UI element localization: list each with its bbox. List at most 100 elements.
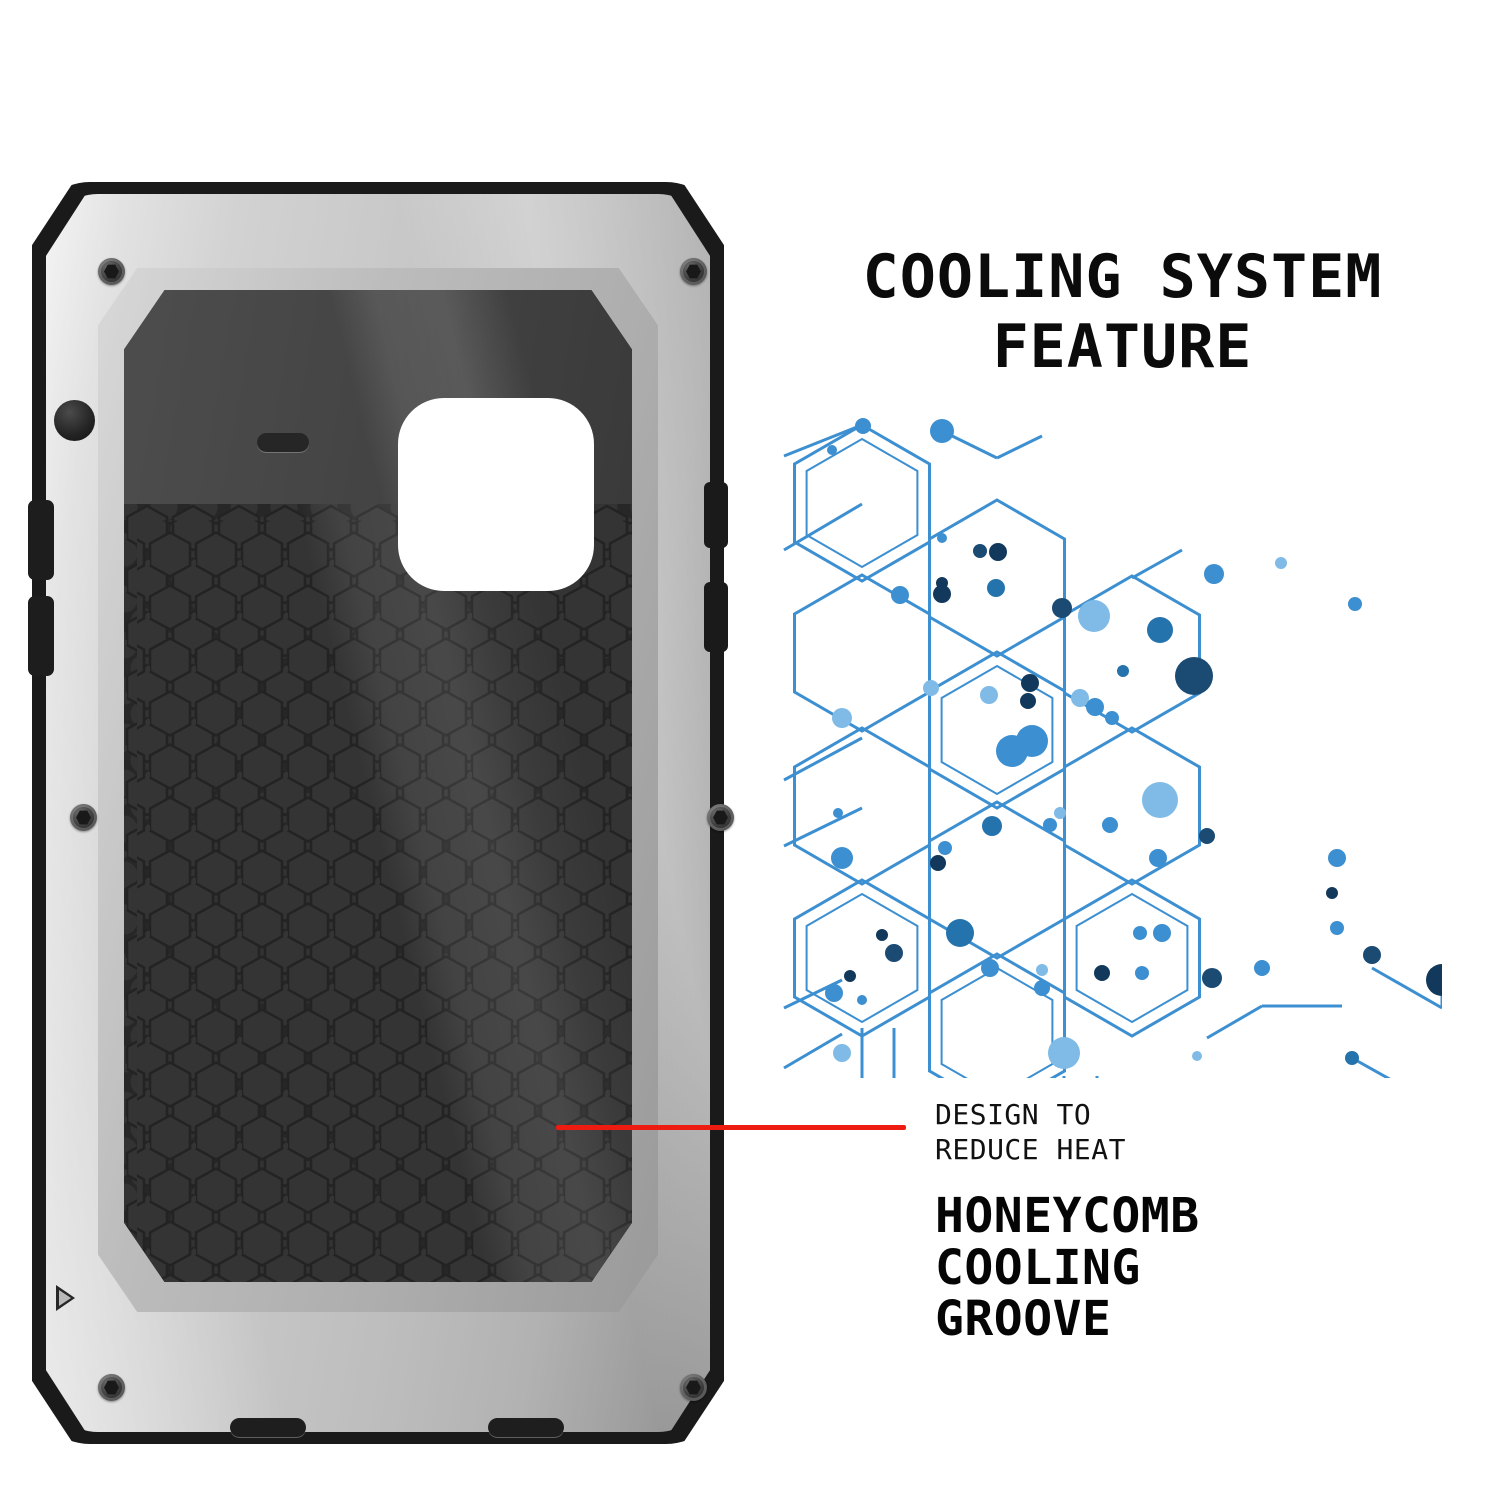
hex-cell	[1063, 574, 1201, 734]
hex-node-dot	[891, 586, 909, 604]
callout-big-line-1: HONEYCOMB	[935, 1188, 1200, 1245]
hex-node-dot	[825, 984, 843, 1002]
hex-node-dot	[1326, 887, 1338, 899]
hex-node-dot	[1149, 849, 1167, 867]
hex-cell	[1063, 726, 1201, 886]
hex-connector-line	[783, 736, 863, 782]
hex-node-dot	[1105, 711, 1119, 725]
hex-node-dot	[1363, 946, 1381, 964]
scatter-dot	[1086, 698, 1104, 716]
hex-cell	[928, 498, 1066, 658]
hex-node-dot	[946, 919, 974, 947]
case-outer-shell	[18, 150, 738, 1470]
hex-node-dot	[1133, 926, 1147, 940]
hex-node-dot	[876, 929, 888, 941]
hex-connector-line	[1371, 966, 1442, 1010]
hex-node-dot	[831, 847, 853, 869]
honeycomb-network-diagram	[783, 418, 1442, 1078]
screw-top-right	[680, 258, 707, 285]
callout-subtitle: DESIGN TO REDUCE HEAT	[935, 1098, 1455, 1167]
case-interior	[124, 290, 632, 1282]
scatter-dot	[1275, 557, 1287, 569]
hex-connector-line	[1206, 1004, 1263, 1040]
hex-cell-inner	[940, 664, 1054, 796]
hex-connector-line	[1351, 1056, 1391, 1078]
hex-cell-inner	[805, 437, 919, 569]
hex-connector-line	[1131, 548, 1183, 580]
hex-node-dot	[1094, 965, 1110, 981]
hex-node-dot	[1054, 807, 1066, 819]
hex-node-dot	[1254, 960, 1270, 976]
volume-down-button	[28, 596, 54, 676]
hex-cell	[928, 650, 1066, 810]
hex-node-dot	[1202, 968, 1222, 988]
hex-node-dot	[827, 445, 837, 455]
callout-big-line-3: GROOVE	[935, 1291, 1112, 1348]
hex-node-dot	[933, 585, 951, 603]
hex-cell	[793, 878, 931, 1038]
hex-cell	[1063, 878, 1201, 1038]
screw-mid-right	[707, 804, 734, 831]
hex-node-dot	[1142, 782, 1178, 818]
hex-node-dot	[980, 686, 998, 704]
hex-cell	[793, 726, 931, 886]
screw-bottom-right	[680, 1374, 707, 1401]
phone-case-image	[18, 150, 738, 1470]
hex-node-dot	[1034, 980, 1050, 996]
hex-node-dot	[1330, 921, 1344, 935]
hex-node-dot	[1135, 966, 1149, 980]
speaker-slot-left	[230, 1418, 306, 1437]
screw-bottom-left	[98, 1374, 125, 1401]
hex-node-group	[825, 418, 1442, 1069]
scatter-dot-group	[996, 557, 1362, 767]
hex-node-dot	[832, 708, 852, 728]
hex-node-dot	[987, 579, 1005, 597]
hex-node-dot	[937, 533, 947, 543]
hex-node-dot	[1199, 828, 1215, 844]
honeycomb-hex-overlay	[124, 504, 632, 1282]
callout-sub-line-2: REDUCE HEAT	[935, 1132, 1126, 1166]
honeycomb-groove-texture	[124, 504, 632, 1282]
scatter-dot	[1175, 657, 1213, 695]
power-button-notch	[704, 482, 728, 548]
hex-node-dot	[1036, 964, 1048, 976]
triangle-marker-inner-icon	[59, 1290, 71, 1306]
hex-node-dot	[844, 970, 856, 982]
hex-node-dot	[1192, 1051, 1202, 1061]
flash-slot	[257, 433, 309, 452]
callout-heading: HONEYCOMB COOLING GROOVE	[935, 1191, 1455, 1345]
scatter-dot	[996, 735, 1028, 767]
hex-cell-inner	[805, 892, 919, 1024]
hex-node-dot	[857, 995, 867, 1005]
hex-line-group	[783, 423, 1442, 1078]
hex-node-dot	[930, 855, 946, 871]
hex-connector-line	[783, 806, 863, 848]
hex-node-dot	[1052, 598, 1072, 618]
scatter-dot	[1078, 600, 1110, 632]
hex-node-dot	[1048, 1037, 1080, 1069]
hex-node-dot	[930, 419, 954, 443]
hex-node-dot	[1345, 1051, 1359, 1065]
hex-connector-line	[996, 434, 1043, 460]
scatter-dot	[1117, 665, 1129, 677]
scatter-dot	[1204, 564, 1224, 584]
volume-up-button	[28, 500, 54, 580]
hex-cell	[793, 423, 931, 583]
hex-node-dot	[973, 544, 987, 558]
hex-node-dot	[982, 816, 1002, 836]
callout-leader-line	[556, 1125, 906, 1130]
hex-node-dot	[981, 959, 999, 977]
hex-node-dot	[833, 808, 843, 818]
mute-switch-button	[54, 400, 95, 441]
hex-connector-line	[783, 502, 863, 552]
side-notch-lower	[704, 582, 728, 652]
hex-node-dot	[855, 418, 871, 434]
hex-node-dot	[1328, 849, 1346, 867]
camera-cutout	[398, 398, 594, 591]
title-line-2: FEATURE	[992, 312, 1253, 383]
hex-cell-inner	[940, 966, 1054, 1078]
hex-node-dot	[1102, 817, 1118, 833]
hex-node-dot	[1020, 693, 1036, 709]
hex-cell-inner	[1075, 892, 1189, 1024]
screw-mid-left	[70, 804, 97, 831]
